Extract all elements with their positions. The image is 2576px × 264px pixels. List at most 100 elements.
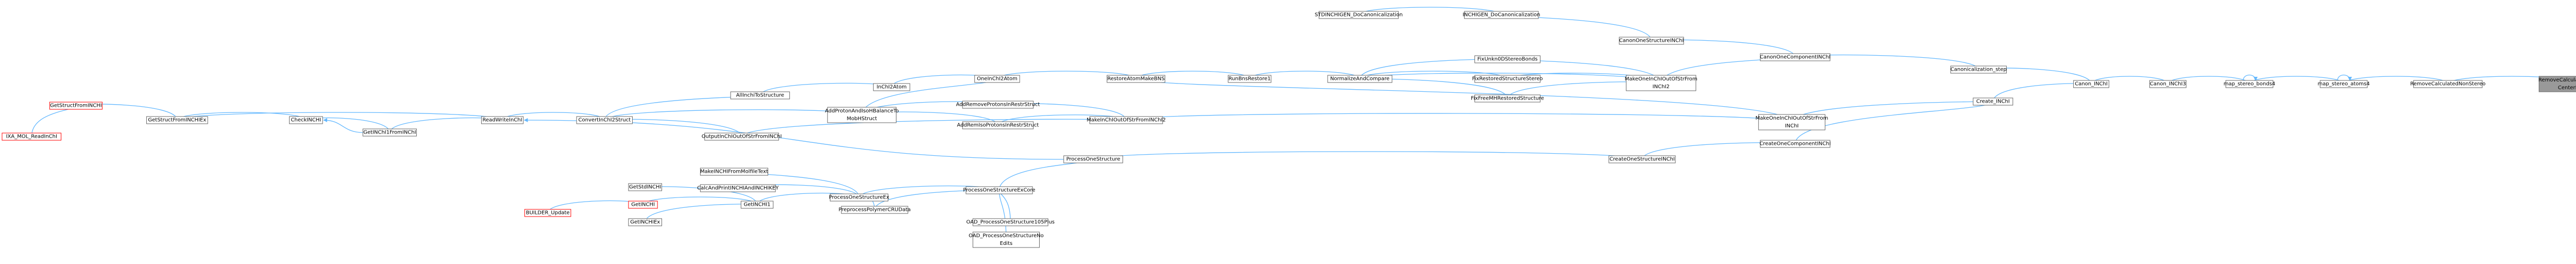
node-label: INChI bbox=[1785, 123, 1799, 129]
node-label: INCHIGEN_DoCanonicalization bbox=[1463, 12, 1540, 18]
function-node[interactable]: FixRestoredStructureStereo bbox=[1472, 75, 1543, 83]
function-node[interactable]: AllInchiToStructure bbox=[730, 91, 790, 100]
function-node[interactable]: STDINCHIGEN_DoCanonicalization bbox=[1315, 11, 1403, 19]
function-node[interactable]: ReadWriteInChI bbox=[481, 116, 524, 124]
function-node[interactable]: ProcessOneStructureEx bbox=[829, 193, 889, 202]
function-node[interactable]: PreprocessPolymerCRUData bbox=[839, 206, 911, 214]
function-node[interactable]: GetStructFromINCHIEx bbox=[146, 116, 208, 124]
function-node[interactable]: CalcAndPrintINCHIAndINCHIKEY bbox=[697, 184, 779, 192]
function-node[interactable]: GetINCHIEx bbox=[628, 218, 663, 226]
call-edge bbox=[177, 112, 504, 121]
function-node[interactable]: CanonOneComponentINChI bbox=[1760, 53, 1831, 61]
node-box bbox=[1474, 75, 1541, 83]
node-label: GetStdINCHI bbox=[629, 185, 661, 190]
node-box bbox=[1625, 75, 1697, 91]
function-node[interactable]: AddRemIsoProtonsInRestrStruct bbox=[957, 121, 1039, 129]
node-label: Canon_INChI bbox=[2075, 81, 2108, 87]
function-node[interactable]: RunBnsRestore1 bbox=[1228, 75, 1272, 83]
call-edge bbox=[1136, 78, 1794, 123]
node-label: GetINCHIEx bbox=[630, 220, 660, 225]
node-label: NormalizeAndCompare bbox=[1330, 76, 1389, 82]
node-label: Canonicalization_step bbox=[1951, 67, 2007, 73]
function-node[interactable]: OutputInChIOutOfStrFromINChI bbox=[702, 133, 782, 141]
function-node[interactable]: FixFreeMHRestoredStructure bbox=[1471, 94, 1544, 103]
function-node[interactable]: GetINChI1FromINChI bbox=[362, 128, 417, 137]
node-label: OneInChI2Atom bbox=[977, 76, 1018, 82]
function-node[interactable]: Canon_INChI bbox=[2073, 80, 2109, 88]
node-box bbox=[1758, 114, 1825, 130]
node-label: OAD_ProcessOneStructureNo bbox=[969, 233, 1044, 239]
node-label: BUILDER_Update bbox=[526, 210, 570, 216]
function-node[interactable]: Canonicalization_step bbox=[1950, 65, 2007, 74]
function-node[interactable]: IXA_MOL_ReadInChI bbox=[2, 133, 62, 141]
node-label: CalcAndPrintINCHIAndINCHIKEY bbox=[697, 186, 779, 191]
node-label: CanonOneComponentINChI bbox=[1760, 55, 1831, 60]
node-label: GetINCHI1 bbox=[743, 202, 770, 208]
node-box bbox=[1464, 11, 1539, 19]
function-node[interactable]: MakeInChIOutOfStrFromINChI2 bbox=[1087, 116, 1166, 124]
node-label: CanonOneStructureINChI bbox=[1619, 38, 1684, 44]
function-node[interactable]: Canon_INChI3 bbox=[2149, 80, 2187, 88]
function-node[interactable]: ProcessOneStructure bbox=[1063, 155, 1123, 163]
node-label: AddRemIsoProtonsInRestrStruct bbox=[957, 123, 1039, 128]
node-label: Canon_INChI3 bbox=[2150, 81, 2186, 87]
node-label: CheckINCHI bbox=[291, 118, 321, 123]
function-node[interactable]: NormalizeAndCompare bbox=[1327, 75, 1393, 83]
function-node[interactable]: InChI2Atom bbox=[873, 83, 910, 91]
node-label: MobHStruct bbox=[846, 116, 877, 122]
function-node[interactable]: AddRemoveProtonsInRestrStruct bbox=[956, 101, 1040, 109]
node-box bbox=[1327, 75, 1393, 83]
node-box bbox=[2319, 80, 2368, 88]
function-node[interactable]: ProcessOneStructureExCore bbox=[963, 186, 1036, 194]
function-node[interactable]: RemoveCalculatedNonStereo bbox=[2410, 80, 2485, 88]
function-node[interactable]: INCHIGEN_DoCanonicalization bbox=[1463, 11, 1540, 19]
function-node[interactable]: CreateOneStructureINChI bbox=[1608, 155, 1676, 163]
function-node[interactable]: OAD_ProcessOneStructure105Plus bbox=[967, 218, 1055, 226]
function-node[interactable]: GetStdINCHI bbox=[628, 183, 663, 191]
function-node[interactable]: ConvertInChI2Struct bbox=[576, 116, 633, 124]
target-function-node[interactable]: RemoveCalculatedNonStereoCenterParities bbox=[2538, 76, 2576, 92]
node-label: MakeOneInChIOutOfStrFrom bbox=[1625, 76, 1698, 82]
node-box bbox=[1950, 65, 2007, 74]
node-label: CreateOneStructureINChI bbox=[1609, 157, 1675, 162]
function-node[interactable]: BUILDER_Update bbox=[524, 209, 571, 217]
function-node[interactable]: MakeINCHIFromMolfileText bbox=[700, 168, 769, 176]
node-box bbox=[628, 183, 663, 191]
node-label: InChI2Atom bbox=[876, 85, 906, 90]
function-node[interactable]: GetINCHI1 bbox=[740, 201, 774, 209]
function-node[interactable]: GetStructFromINCHI bbox=[49, 102, 103, 110]
function-node[interactable]: GetINCHI bbox=[628, 201, 658, 209]
node-box bbox=[628, 201, 658, 209]
node-label: AddRemoveProtonsInRestrStruct bbox=[956, 102, 1040, 108]
node-box bbox=[700, 184, 776, 192]
function-node[interactable]: OneInChI2Atom bbox=[974, 75, 1020, 83]
node-box bbox=[628, 218, 663, 226]
node-label: ConvertInChI2Struct bbox=[579, 118, 631, 123]
function-node[interactable]: CanonOneStructureINChI bbox=[1619, 37, 1684, 45]
function-node[interactable]: CheckINCHI bbox=[289, 116, 323, 124]
function-node[interactable]: FixUnkn0DStereoBonds bbox=[1474, 55, 1541, 63]
node-box bbox=[1474, 94, 1541, 103]
call-edge bbox=[741, 116, 1128, 137]
node-box bbox=[2225, 80, 2274, 88]
node-box bbox=[1107, 75, 1165, 83]
node-label: GetStructFromINCHIEx bbox=[148, 118, 206, 123]
function-node[interactable]: RestoreAtomMakeBNS bbox=[1107, 75, 1165, 83]
call-edge bbox=[31, 105, 78, 137]
node-box bbox=[1318, 11, 1399, 19]
node-label: RestoreAtomMakeBNS bbox=[1107, 76, 1164, 82]
node-box bbox=[1089, 116, 1163, 124]
function-node[interactable]: Create_INChI bbox=[1973, 97, 2013, 106]
function-node[interactable]: map_stereo_atoms4 bbox=[2318, 80, 2370, 88]
node-label: RemoveCalculatedNonStereo bbox=[2410, 81, 2485, 87]
node-label: GetINCHI bbox=[631, 202, 655, 208]
function-node[interactable]: CreateOneComponentINChI bbox=[1759, 140, 1831, 148]
node-label: OAD_ProcessOneStructure105Plus bbox=[967, 220, 1055, 225]
function-node[interactable]: map_stereo_bonds4 bbox=[2224, 80, 2275, 88]
node-box bbox=[289, 116, 323, 124]
node-label: ProcessOneStructureExCore bbox=[963, 188, 1035, 193]
